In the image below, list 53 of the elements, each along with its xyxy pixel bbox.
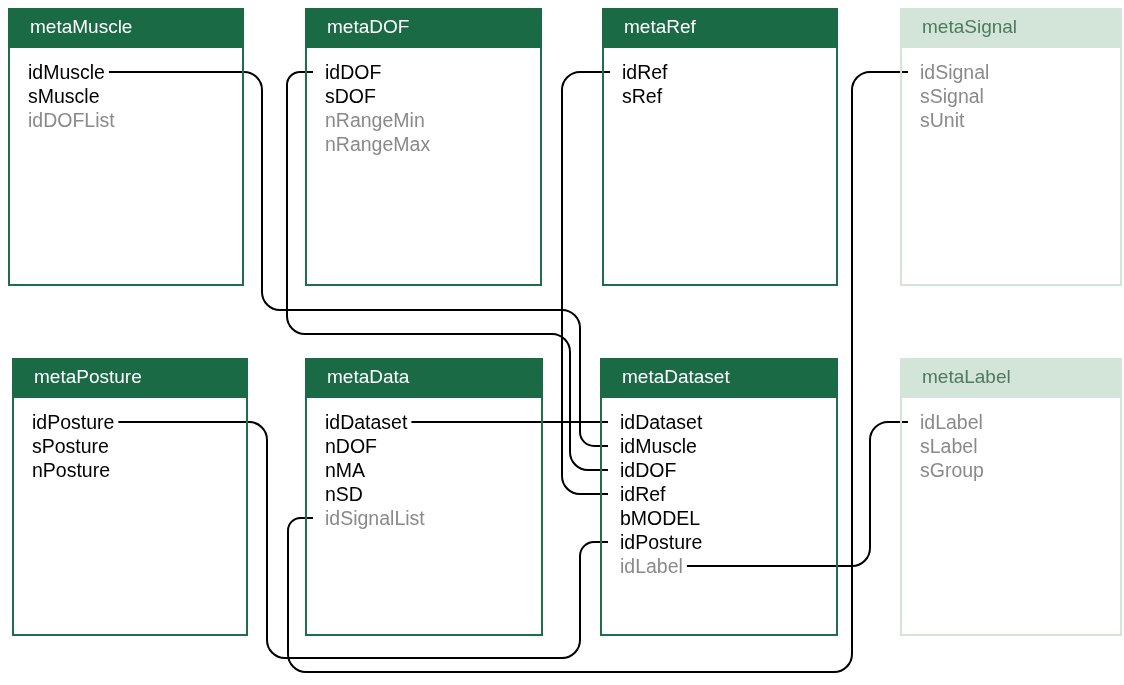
field-name: idDataset <box>608 410 707 434</box>
field-name: idLabel <box>908 410 987 434</box>
field-name: sDOF <box>313 84 380 108</box>
connector-line <box>287 71 909 673</box>
connector-line <box>117 421 609 659</box>
table-header: metaRef <box>602 8 838 48</box>
table-box <box>12 358 248 636</box>
table-box <box>305 358 543 636</box>
table-header: metaData <box>305 358 543 398</box>
field-name: idDataset <box>313 410 412 434</box>
field-name: nPosture <box>20 458 115 482</box>
field-name: sRef <box>610 84 667 108</box>
table-header: metaLabel <box>900 358 1122 398</box>
field-name: sMuscle <box>16 84 104 108</box>
connector-line <box>561 71 611 495</box>
field-name: nSD <box>313 482 367 506</box>
field-name: nMA <box>313 458 370 482</box>
table-header: metaDataset <box>600 358 838 398</box>
field-name: idDOFList <box>16 108 119 132</box>
field-name: idRef <box>610 60 672 84</box>
field-name: bMODEL <box>608 506 705 530</box>
table-header: metaPosture <box>12 358 248 398</box>
field-name: idSignal <box>908 60 994 84</box>
table-header: metaDOF <box>305 8 542 48</box>
table-header: metaMuscle <box>8 8 244 48</box>
table-box <box>8 8 244 286</box>
connector-line <box>286 71 609 471</box>
field-name: nDOF <box>313 434 381 458</box>
field-name: idRef <box>608 482 670 506</box>
table-box <box>600 358 838 636</box>
field-name: nRangeMin <box>313 108 429 132</box>
field-name: idDOF <box>608 458 681 482</box>
table-box <box>305 8 542 286</box>
field-name: idLabel <box>608 554 687 578</box>
field-name: sSignal <box>908 84 988 108</box>
field-name: idMuscle <box>16 60 109 84</box>
connector-line <box>410 421 609 423</box>
table-header: metaSignal <box>900 8 1122 48</box>
field-name: idMuscle <box>608 434 701 458</box>
table-box <box>900 8 1122 286</box>
field-name: sUnit <box>908 108 969 132</box>
field-name: nRangeMax <box>313 132 435 156</box>
field-name: idDOF <box>313 60 386 84</box>
field-name: sGroup <box>908 458 988 482</box>
field-name: sPosture <box>20 434 113 458</box>
field-name: sLabel <box>908 434 982 458</box>
table-box <box>900 358 1122 636</box>
connector-line <box>685 421 909 567</box>
field-name: idPosture <box>20 410 119 434</box>
connector-line <box>107 71 609 447</box>
table-box <box>602 8 838 286</box>
field-name: idPosture <box>608 530 707 554</box>
field-name: idSignalList <box>313 506 429 530</box>
